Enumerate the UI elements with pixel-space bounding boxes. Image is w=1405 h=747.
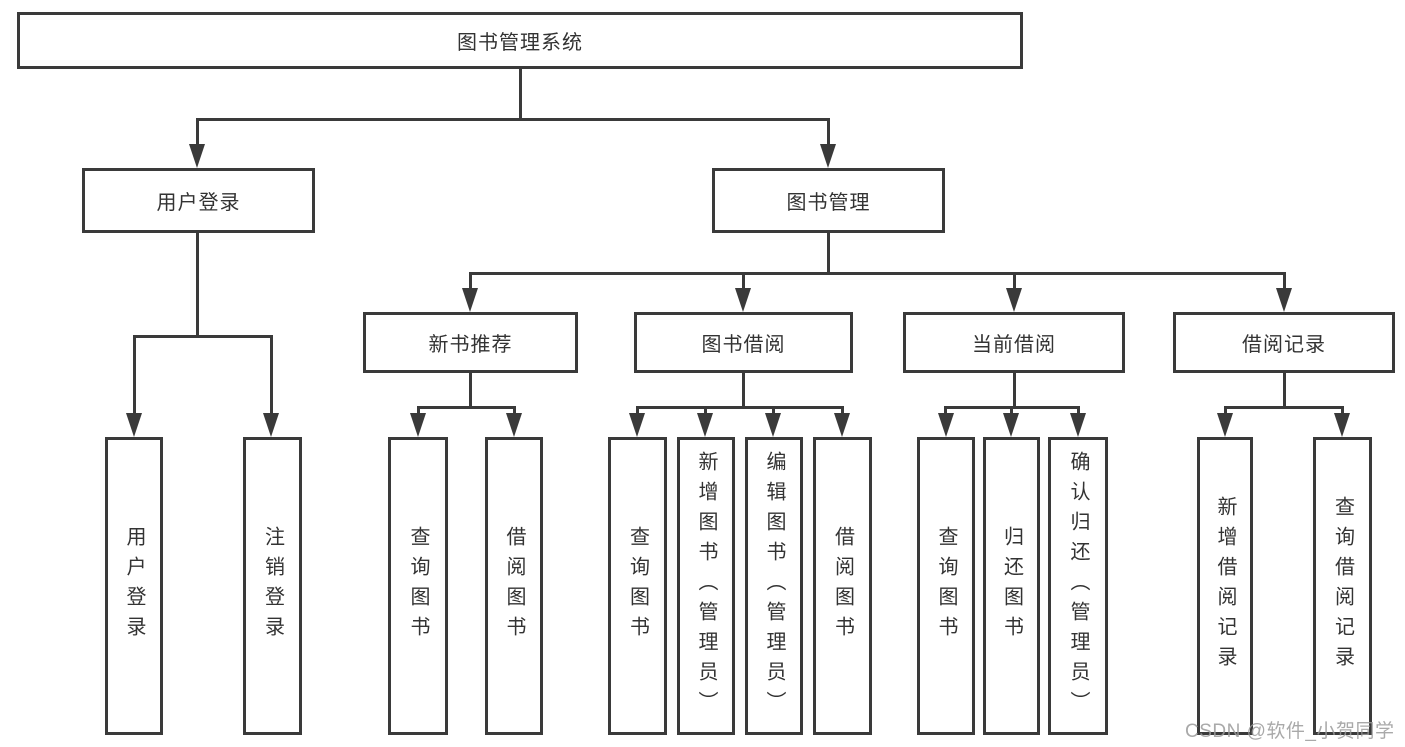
arrow-down-icon	[765, 413, 781, 437]
node-borrow-books-1: 借阅图书	[485, 437, 543, 735]
node-book-management: 图书管理	[712, 168, 945, 233]
node-label: 确认归还（管理员）	[1067, 451, 1089, 721]
arrow-down-icon	[1334, 413, 1350, 437]
connector-drop	[841, 406, 844, 416]
connector-bar	[133, 335, 273, 338]
connector-stem	[742, 373, 745, 409]
connector-drop	[1341, 406, 1344, 416]
connector-bar	[636, 406, 844, 409]
node-label: 编辑图书（管理员）	[763, 451, 785, 721]
node-query-books-1: 查询图书	[388, 437, 448, 735]
node-label: 用户登录	[123, 526, 145, 646]
connector-drop	[133, 335, 136, 415]
arrow-down-icon	[263, 413, 279, 437]
arrow-down-icon	[1217, 413, 1233, 437]
node-user-login: 用户登录	[82, 168, 315, 233]
connector-stem	[827, 233, 830, 275]
node-label: 图书借阅	[701, 334, 786, 356]
arrow-down-icon	[410, 413, 426, 437]
connector-stem	[196, 233, 199, 337]
connector-drop	[417, 406, 420, 416]
connector-drop	[1224, 406, 1227, 416]
node-add-borrow-record: 新增借阅记录	[1197, 437, 1253, 735]
node-label: 借阅记录	[1242, 334, 1326, 356]
arrow-down-icon	[1070, 413, 1086, 437]
node-label: 用户登录	[156, 192, 241, 214]
arrow-down-icon	[462, 288, 478, 312]
arrow-down-icon	[126, 413, 142, 437]
connector-bar	[1224, 406, 1344, 409]
watermark-text: CSDN @软件_小贺同学	[1185, 721, 1395, 742]
connector-bar	[469, 272, 1286, 275]
connector-drop	[772, 406, 775, 416]
arrow-down-icon	[1276, 288, 1292, 312]
node-label: 新书推荐	[428, 334, 513, 356]
node-user-login-leaf: 用户登录	[105, 437, 163, 735]
node-label: 归还图书	[1000, 526, 1023, 646]
connector-stem	[1283, 373, 1286, 409]
node-label: 借阅图书	[831, 526, 854, 646]
connector-stem	[1013, 373, 1016, 409]
connector-stem	[469, 373, 472, 409]
node-query-borrow-record: 查询借阅记录	[1313, 437, 1372, 735]
node-label: 查询图书	[407, 526, 429, 646]
node-new-book-recommendation: 新书推荐	[363, 312, 578, 373]
node-label: 图书管理	[786, 192, 871, 214]
node-label: 当前借阅	[972, 334, 1056, 356]
connector-drop	[1010, 406, 1013, 416]
node-confirm-return-admin: 确认归还（管理员）	[1048, 437, 1108, 735]
node-label: 查询借阅记录	[1331, 496, 1354, 676]
node-library-management-system: 图书管理系统	[17, 12, 1023, 69]
node-label: 查询图书	[626, 526, 649, 646]
node-label: 新增借阅记录	[1214, 496, 1236, 676]
node-return-books: 归还图书	[983, 437, 1040, 735]
connector-drop	[944, 406, 947, 416]
node-query-books-3: 查询图书	[917, 437, 975, 735]
node-borrow-books-2: 借阅图书	[813, 437, 872, 735]
arrow-down-icon	[629, 413, 645, 437]
arrow-down-icon	[1003, 413, 1019, 437]
connector-drop	[196, 118, 199, 147]
node-book-borrowing: 图书借阅	[634, 312, 853, 373]
arrow-down-icon	[938, 413, 954, 437]
arrow-down-icon	[189, 144, 205, 168]
node-label: 查询图书	[935, 526, 957, 646]
node-label: 图书管理系统	[457, 32, 583, 54]
connector-drop	[513, 406, 516, 416]
node-logout: 注销登录	[243, 437, 302, 735]
connector-l1-bar	[196, 118, 830, 121]
node-query-books-2: 查询图书	[608, 437, 667, 735]
connector-bar	[417, 406, 516, 409]
node-current-borrowing: 当前借阅	[903, 312, 1125, 373]
connector-drop	[469, 272, 472, 290]
node-label: 新增图书（管理员）	[695, 451, 717, 721]
arrow-down-icon	[834, 413, 850, 437]
node-borrowing-records: 借阅记录	[1173, 312, 1395, 373]
arrow-down-icon	[506, 413, 522, 437]
connector-drop	[636, 406, 639, 416]
arrow-down-icon	[735, 288, 751, 312]
connector-drop	[270, 335, 273, 415]
connector-drop	[704, 406, 707, 416]
node-edit-books-admin: 编辑图书（管理员）	[745, 437, 803, 735]
node-label: 注销登录	[261, 526, 284, 646]
arrow-down-icon	[1006, 288, 1022, 312]
arrow-down-icon	[697, 413, 713, 437]
connector-drop	[1283, 272, 1286, 290]
connector-drop	[1077, 406, 1080, 416]
connector-drop	[742, 272, 745, 290]
connector-drop	[1013, 272, 1016, 290]
node-add-books-admin: 新增图书（管理员）	[677, 437, 735, 735]
node-label: 借阅图书	[503, 526, 525, 646]
arrow-down-icon	[820, 144, 836, 168]
connector-root-stem	[519, 69, 522, 118]
connector-drop	[827, 118, 830, 147]
